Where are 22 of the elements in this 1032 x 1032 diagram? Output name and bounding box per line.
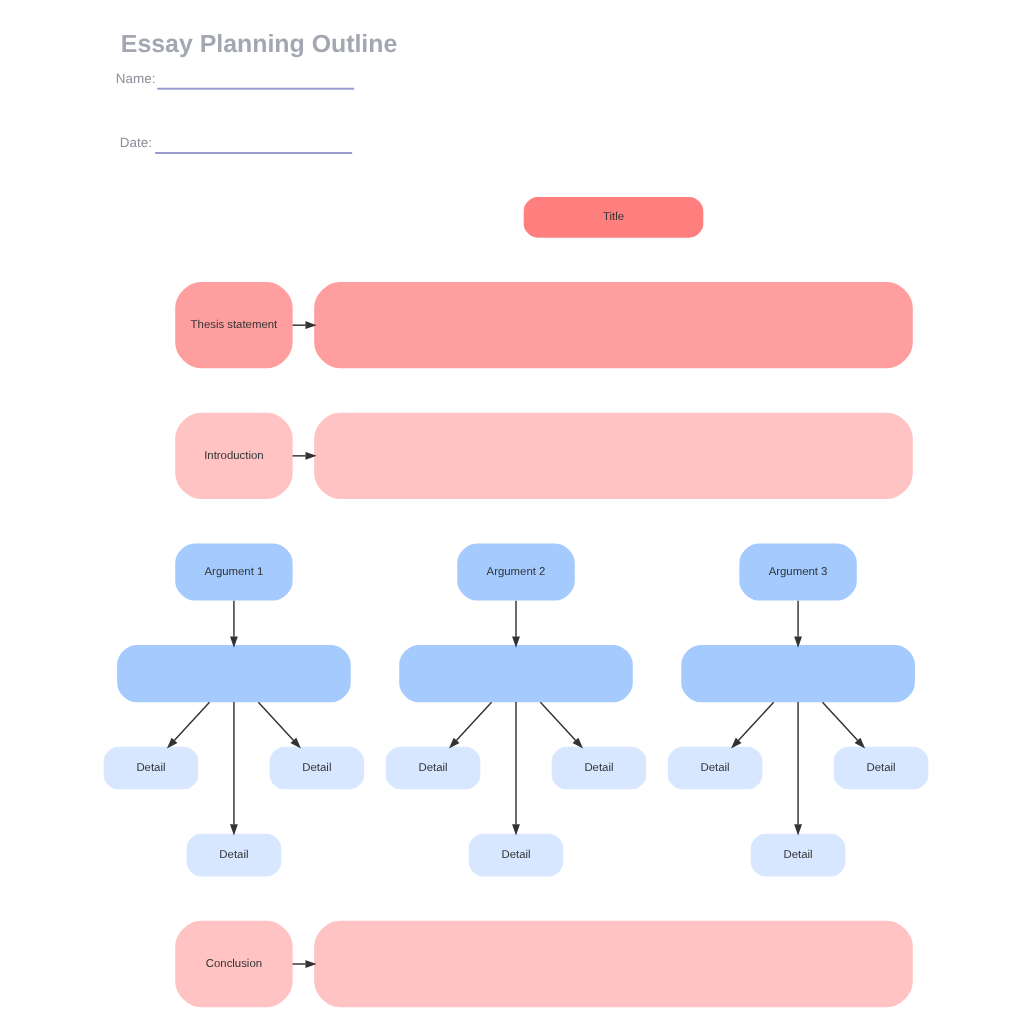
node-box bbox=[314, 920, 913, 1008]
node-box bbox=[117, 645, 351, 703]
node-box bbox=[681, 645, 915, 703]
arrow bbox=[512, 701, 520, 836]
diagram-title: Essay Planning Outline bbox=[120, 29, 398, 58]
arrow bbox=[731, 701, 775, 749]
arrow bbox=[230, 600, 238, 648]
arrow bbox=[291, 321, 317, 330]
arrow bbox=[821, 701, 866, 749]
arrow bbox=[539, 701, 584, 749]
node-box bbox=[314, 412, 913, 499]
arrow bbox=[166, 701, 211, 749]
arrow bbox=[291, 960, 317, 968]
arrow bbox=[512, 600, 520, 648]
arrow bbox=[794, 701, 802, 836]
arrow bbox=[794, 600, 802, 648]
node-box bbox=[314, 282, 913, 369]
arrow bbox=[230, 701, 238, 836]
node-box bbox=[399, 645, 633, 703]
arrow bbox=[257, 701, 301, 749]
arrow bbox=[448, 701, 493, 749]
arrow bbox=[291, 451, 317, 460]
